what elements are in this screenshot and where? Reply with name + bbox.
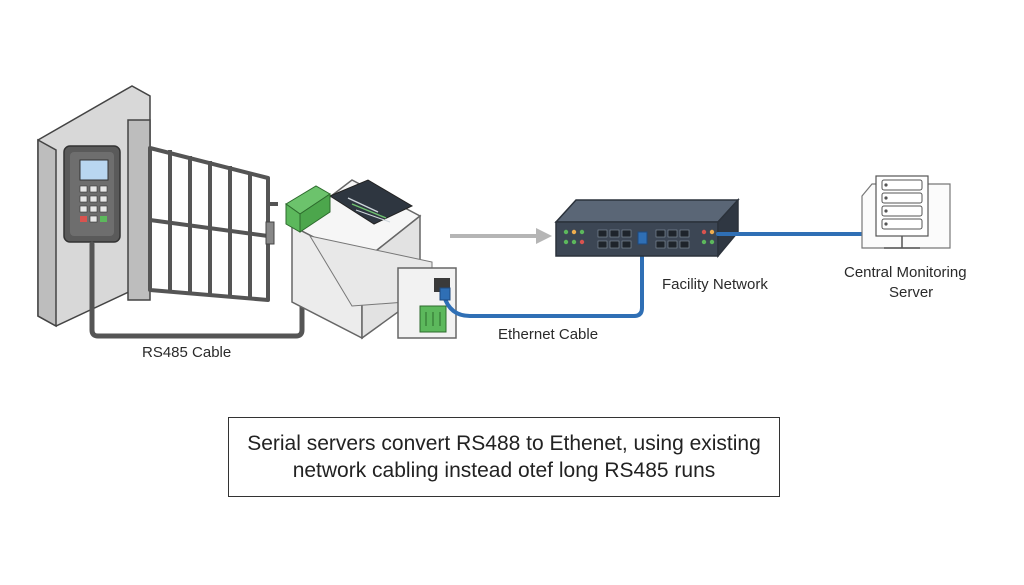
card-reader-keypad — [63, 145, 121, 243]
label-server-line1: Central Monitoring — [844, 264, 967, 281]
label-rs485-cable: RS485 Cable — [142, 344, 232, 361]
ethernet-cable — [442, 238, 644, 318]
caption-line-2: network cabling instead otef long RS485 … — [292, 459, 716, 482]
rs485-cable — [89, 241, 305, 339]
central-server — [861, 175, 951, 249]
terminal-block-top — [285, 185, 331, 233]
label-facility-network: Facility Network — [662, 276, 768, 293]
flow-arrow — [450, 228, 552, 244]
label-server-line2: Server — [889, 284, 934, 301]
access-gate — [127, 119, 278, 302]
network-switch — [554, 198, 740, 259]
terminal-block-bottom — [419, 305, 447, 333]
caption-line-1: Serial servers convert RS488 to Ethenet,… — [247, 432, 761, 455]
label-ethernet-cable: Ethernet Cable — [498, 326, 599, 343]
ethernet-plug-device — [439, 287, 451, 301]
caption-box: Serial servers convert RS488 to Ethenet,… — [228, 417, 780, 497]
